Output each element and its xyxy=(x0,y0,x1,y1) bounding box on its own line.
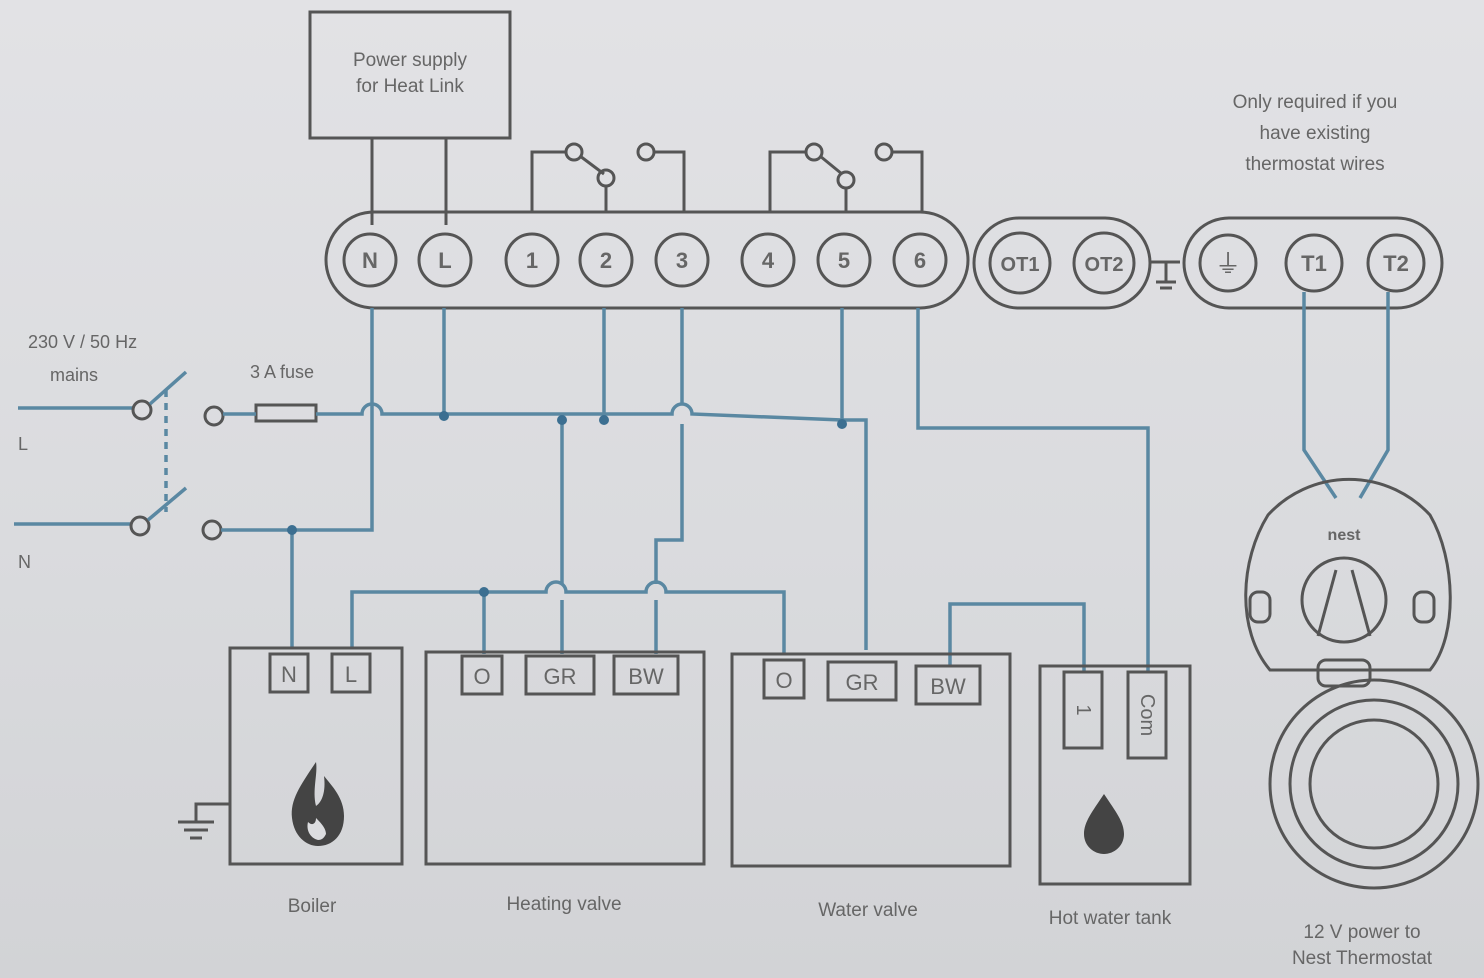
boiler-caption: Boiler xyxy=(288,896,337,917)
terminal-label-T2: T2 xyxy=(1383,251,1409,276)
relay-switch-2 xyxy=(768,142,924,212)
nest-thermostat: nest 12 V power to Nest Thermostat xyxy=(1244,478,1480,969)
note-line3: thermostat wires xyxy=(1245,154,1384,175)
water-valve-caption: Water valve xyxy=(818,900,918,921)
boiler-terminal-N: N xyxy=(281,662,297,687)
power-supply-box: Power supply for Heat Link xyxy=(308,10,512,225)
terminal-label-5: 5 xyxy=(838,248,850,273)
terminal-ground: ⏚ xyxy=(1198,233,1258,293)
water-valve-unit: O GR BW Water valve xyxy=(730,652,1012,921)
terminal-label-OT2: OT2 xyxy=(1085,254,1124,276)
heating-valve-terminal-GR: GR xyxy=(544,664,577,689)
terminal-N: N xyxy=(342,232,398,288)
thermostat-wires-note: Only required if you have existing therm… xyxy=(1233,92,1398,175)
ground-symbol-icon: ⏚ xyxy=(1215,249,1241,279)
hot-water-tank-terminal-1: 1 xyxy=(1072,704,1094,715)
terminal-T1: T1 xyxy=(1284,233,1344,293)
wiring xyxy=(221,292,1390,672)
terminal-1: 1 xyxy=(504,232,560,288)
water-valve-terminal-O: O xyxy=(775,668,792,693)
terminal-OT2: OT2 xyxy=(1072,231,1136,295)
terminal-2: 2 xyxy=(578,232,634,288)
mains-label-line2: mains xyxy=(50,365,98,385)
water-drop-icon xyxy=(1084,794,1124,854)
mains-label-line1: 230 V / 50 Hz xyxy=(28,332,137,352)
hot-water-tank-terminal-com: Com xyxy=(1136,694,1158,736)
nest-logo: nest xyxy=(1328,527,1362,544)
power-supply-line2: for Heat Link xyxy=(356,76,464,97)
terminal-label-2: 2 xyxy=(600,248,612,273)
terminal-4: 4 xyxy=(740,232,796,288)
mains-section: 230 V / 50 Hz mains L N 3 A fuse xyxy=(14,332,318,572)
hot-water-tank-caption: Hot water tank xyxy=(1049,908,1172,929)
relay-switch-1 xyxy=(530,142,686,212)
flame-icon xyxy=(291,762,344,846)
terminal-T2: T2 xyxy=(1366,233,1426,293)
terminal-5: 5 xyxy=(816,232,872,288)
nest-caption-line2: Nest Thermostat xyxy=(1292,948,1433,969)
terminal-L: L xyxy=(417,232,473,288)
power-supply-line1: Power supply xyxy=(353,50,468,71)
terminal-label-1: 1 xyxy=(526,248,538,273)
hot-water-tank-unit: 1 Com Hot water tank xyxy=(1038,664,1192,929)
terminal-label-4: 4 xyxy=(762,248,775,273)
heat-link-terminal-strip xyxy=(324,210,1444,310)
terminal-label-OT1: OT1 xyxy=(1001,254,1040,276)
note-line2: have existing xyxy=(1260,123,1371,144)
terminal-label-3: 3 xyxy=(676,248,688,273)
terminal-label-6: 6 xyxy=(914,248,926,273)
mains-L-label: L xyxy=(18,434,28,454)
note-line1: Only required if you xyxy=(1233,92,1398,113)
terminal-label-N: N xyxy=(362,248,378,273)
heating-valve-caption: Heating valve xyxy=(506,894,621,915)
terminal-OT1: OT1 xyxy=(988,231,1052,295)
terminal-label-T1: T1 xyxy=(1301,251,1327,276)
boiler-unit: N L Boiler xyxy=(178,646,404,917)
nest-caption-line1: 12 V power to xyxy=(1303,922,1420,943)
water-valve-terminal-BW: BW xyxy=(930,674,966,699)
terminal-3: 3 xyxy=(654,232,710,288)
mains-N-label: N xyxy=(18,552,31,572)
boiler-terminal-L: L xyxy=(345,662,357,687)
terminal-6: 6 xyxy=(892,232,948,288)
water-valve-terminal-GR: GR xyxy=(846,670,879,695)
heating-valve-terminal-O: O xyxy=(473,664,490,689)
heating-valve-unit: O GR BW Heating valve xyxy=(424,650,706,915)
heating-valve-terminal-BW: BW xyxy=(628,664,664,689)
terminal-label-L: L xyxy=(438,248,451,273)
fuse-label: 3 A fuse xyxy=(250,362,314,382)
